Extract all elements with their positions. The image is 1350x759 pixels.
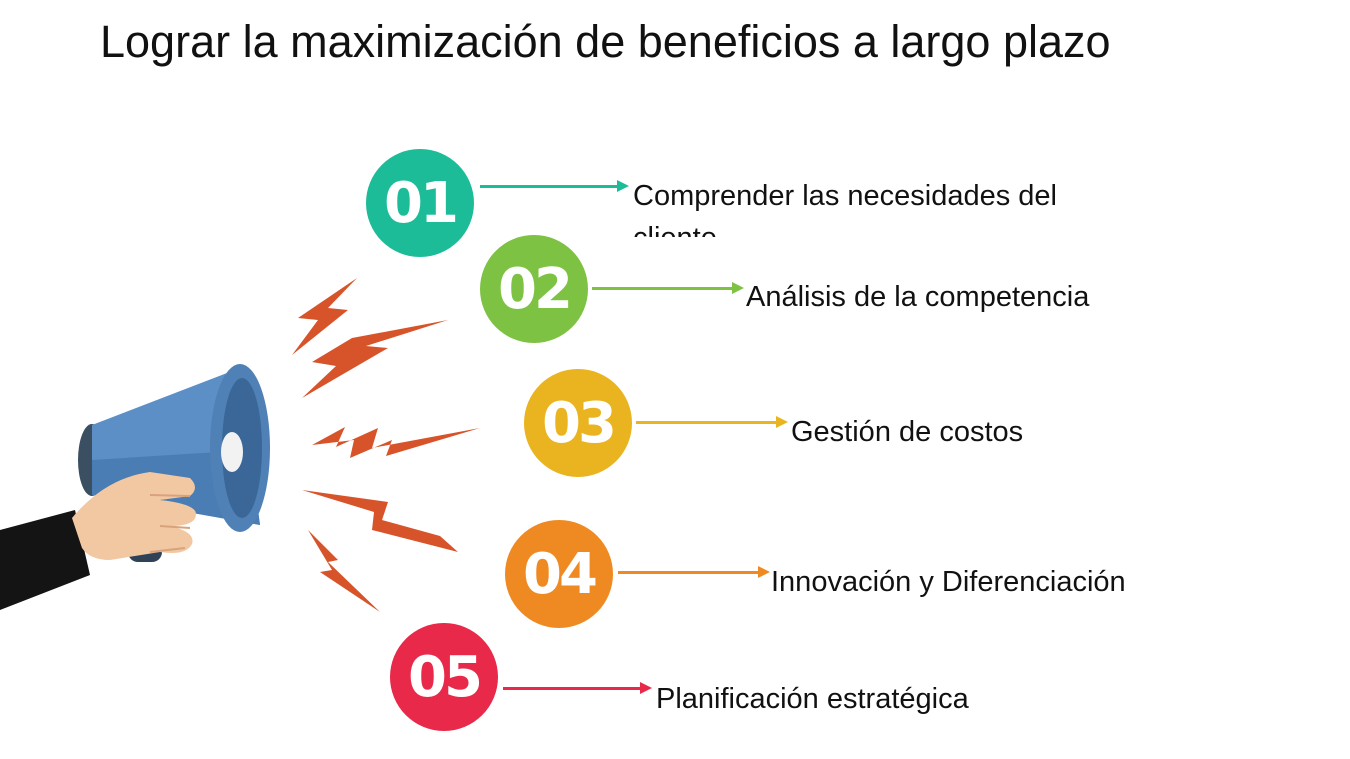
arrow-04 — [618, 566, 770, 578]
arrowhead — [776, 416, 788, 428]
step-number-02: 02 — [480, 235, 588, 343]
step-number-05: 05 — [390, 623, 498, 731]
arrow-01 — [480, 180, 629, 192]
step-label-01: Comprender las necesidades del cliente — [633, 180, 1057, 237]
arrow-02 — [592, 282, 744, 294]
arrow-05 — [503, 682, 652, 694]
arrowhead — [640, 682, 652, 694]
step-number-04: 04 — [505, 520, 613, 628]
step-label-05: Planificación estratégica — [656, 683, 969, 715]
step-label-02: Análisis de la competencia — [746, 281, 1090, 313]
step-number-03: 03 — [524, 369, 632, 477]
arrow-03 — [636, 416, 788, 428]
megaphone-illustration — [0, 278, 480, 612]
step-label-04: Innovación y Diferenciación — [771, 566, 1126, 598]
step-label-03: Gestión de costos — [791, 416, 1024, 448]
megaphone-icon — [0, 364, 270, 610]
step-number-01: 01 — [366, 149, 474, 257]
arrowhead — [758, 566, 770, 578]
lightning-bolt-icon — [292, 278, 480, 612]
arrowhead — [732, 282, 744, 294]
arrowhead — [617, 180, 629, 192]
page-title: Lograr la maximización de beneficios a l… — [100, 16, 1111, 67]
